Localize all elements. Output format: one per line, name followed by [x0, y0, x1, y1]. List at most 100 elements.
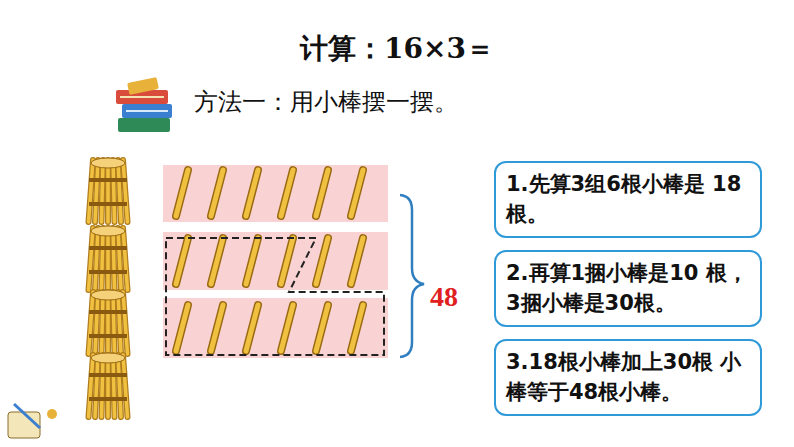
- stick: [246, 238, 258, 284]
- bundle-tie: [89, 397, 127, 401]
- bundle-stick: [106, 292, 110, 354]
- bundle-stick: [89, 355, 94, 417]
- bundle-stick: [113, 292, 115, 354]
- bundle-top: [91, 353, 125, 363]
- step-text: 3.18根小棒加上30根 小棒等于48根小棒。: [506, 347, 750, 408]
- stick: [246, 170, 258, 216]
- book-icon: [116, 77, 172, 132]
- bundle-stick: [113, 292, 115, 354]
- bundle-stick: [118, 292, 121, 354]
- bundle-stick: [123, 292, 128, 354]
- stick: [246, 305, 258, 351]
- bundle-stick: [102, 160, 104, 222]
- step-box: 3.18根小棒加上30根 小棒等于48根小棒。: [494, 339, 762, 416]
- bundle-stick: [102, 160, 104, 222]
- step-text: 1.先算3组6根小棒是 18根。: [506, 169, 750, 230]
- stick: [316, 305, 328, 351]
- stick: [351, 238, 363, 284]
- step-text: 2.再算1捆小棒是10 根，3捆小棒是30根。: [506, 258, 750, 319]
- bundle-stick: [123, 292, 128, 354]
- bundle-stick: [123, 355, 128, 417]
- bundle-stick: [118, 160, 121, 222]
- bundle-tie: [89, 202, 127, 206]
- stick: [281, 170, 293, 216]
- bundle-stick: [95, 160, 98, 222]
- bundle-stick: [95, 355, 98, 417]
- stick: [351, 170, 363, 216]
- bundle-stick: [106, 228, 110, 290]
- stick: [316, 238, 328, 284]
- stick: [351, 305, 363, 351]
- bundle-stick: [113, 355, 115, 417]
- bundle-stick: [95, 292, 98, 354]
- bundle-stick: [95, 228, 98, 290]
- bundle-stick: [123, 355, 128, 417]
- bundle-tie: [89, 246, 127, 250]
- stick: [281, 238, 293, 284]
- bundle-stick: [95, 160, 98, 222]
- stick: [281, 170, 293, 216]
- bundle-stick: [89, 292, 94, 354]
- bundle-stick: [118, 228, 121, 290]
- stick: [176, 305, 188, 351]
- bundle-stick: [123, 228, 128, 290]
- bundle-stick: [89, 292, 94, 354]
- step-box: 1.先算3组6根小棒是 18根。: [494, 161, 762, 238]
- bundle-stick: [105, 160, 111, 222]
- bundle-stick: [95, 228, 98, 290]
- total-number: 48: [430, 281, 458, 313]
- dashed-outline: [166, 238, 384, 355]
- stick: [211, 305, 223, 351]
- bundle-stick: [123, 160, 128, 222]
- brace: [400, 195, 424, 357]
- stick: [176, 238, 188, 284]
- stick: [351, 238, 363, 284]
- bundle-stick: [118, 292, 121, 354]
- stick: [281, 305, 293, 351]
- stick: [176, 170, 188, 216]
- bundle-stick: [89, 160, 94, 222]
- sticks: [176, 170, 363, 351]
- row-band: [163, 298, 388, 358]
- stick: [176, 170, 188, 216]
- stick: [211, 238, 223, 284]
- stick: [316, 170, 328, 216]
- bundle-stick: [105, 228, 111, 290]
- bundle-stick: [118, 355, 121, 417]
- bundle-stick: [89, 355, 94, 417]
- title: 计算：16×3＝: [300, 30, 494, 68]
- bundle-stick: [106, 160, 110, 222]
- bundle-stick: [89, 228, 94, 290]
- bundle-tie: [89, 334, 127, 338]
- bundle-stick: [105, 355, 111, 417]
- stick: [211, 238, 223, 284]
- row-band: [163, 232, 388, 290]
- bundle-tie: [89, 310, 127, 314]
- stick: [211, 170, 223, 216]
- bundle-stick: [113, 160, 115, 222]
- method-heading: 方法一：用小棒摆一摆。: [194, 86, 458, 118]
- bundle-tie: [89, 373, 127, 377]
- step-box: 2.再算1捆小棒是10 根，3捆小棒是30根。: [494, 250, 762, 327]
- stick: [316, 305, 328, 351]
- bundle-stick: [113, 160, 115, 222]
- row-band: [163, 165, 388, 222]
- bundle-stick: [113, 228, 115, 290]
- bundle-stick: [105, 292, 111, 354]
- bundle-tie: [89, 178, 127, 182]
- bundle-stick: [118, 160, 121, 222]
- stick-bundles: [89, 158, 128, 417]
- bundle-stick: [102, 228, 104, 290]
- bundle-stick: [118, 355, 121, 417]
- stick: [176, 305, 188, 351]
- bundle-stick: [123, 228, 128, 290]
- bundle-stick: [102, 292, 104, 354]
- bundle-stick: [95, 355, 98, 417]
- bundle-stick: [118, 228, 121, 290]
- stick: [246, 170, 258, 216]
- bundle-stick: [95, 292, 98, 354]
- bundle-stick: [89, 160, 94, 222]
- bundle-stick: [102, 292, 104, 354]
- bundle-stick: [113, 228, 115, 290]
- stick: [176, 238, 188, 284]
